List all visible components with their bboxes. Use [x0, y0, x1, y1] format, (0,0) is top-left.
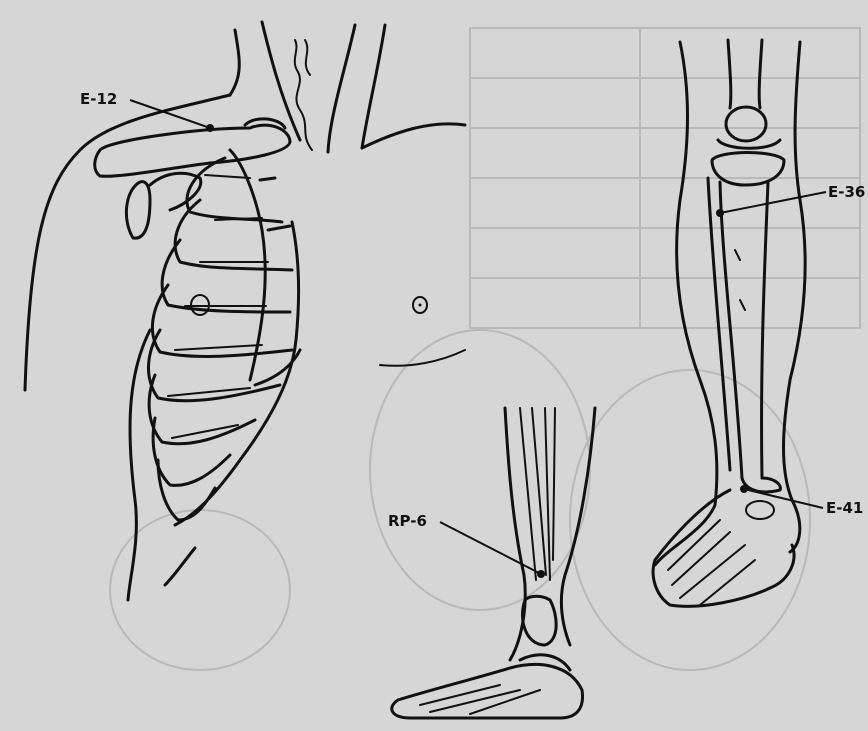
rp6-leader: [440, 522, 541, 574]
e41-leader: [744, 489, 823, 508]
leg-figure: E-36 E-41: [653, 40, 865, 606]
ankle-figure: RP-6: [388, 408, 595, 718]
rp6-label: RP-6: [388, 512, 427, 530]
e12-label: E-12: [80, 90, 117, 108]
e36-label: E-36: [828, 183, 865, 201]
bleed-through-background: [110, 28, 860, 670]
e41-label: E-41: [826, 499, 863, 517]
e36-leader: [720, 192, 826, 213]
